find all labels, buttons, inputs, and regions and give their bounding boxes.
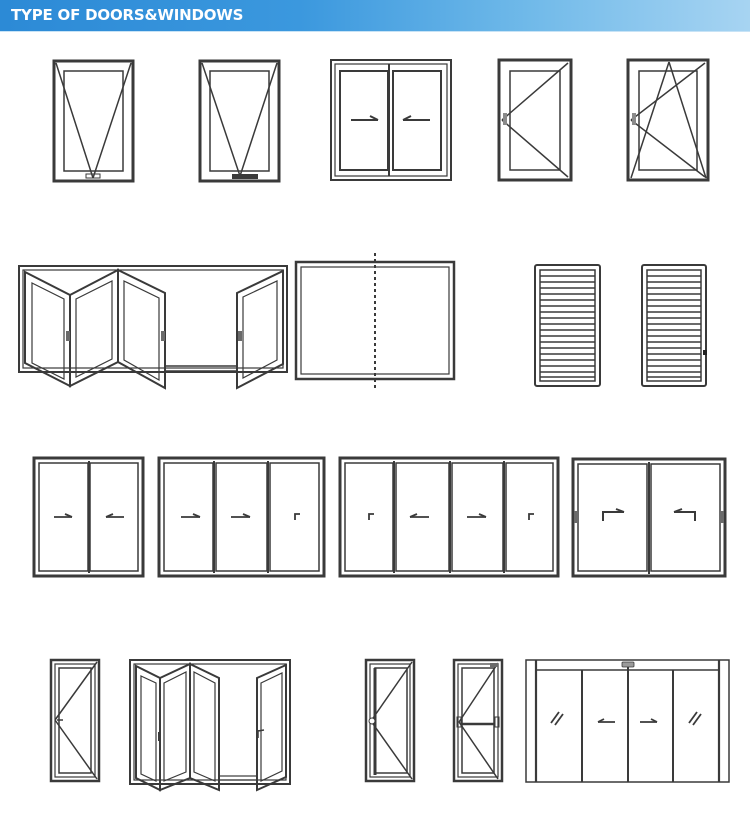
top-hung-window-stay — [198, 59, 281, 183]
top-hung-window — [52, 59, 135, 183]
swing-door — [364, 658, 416, 783]
section-header: TYPE OF DOORS&WINDOWS — [0, 0, 750, 32]
sliding-window-2-panel — [330, 59, 452, 181]
louver-window-2 — [641, 264, 707, 387]
automatic-sliding-door — [525, 659, 730, 783]
casement-window — [497, 58, 573, 182]
bifold-window — [18, 265, 288, 390]
sliding-door-3-panel — [157, 456, 326, 578]
section-title: TYPE OF DOORS&WINDOWS — [11, 6, 244, 24]
casement-door — [49, 658, 101, 783]
swing-door-push-bar — [452, 658, 504, 783]
sliding-door-4-panel — [338, 456, 560, 578]
pivot-window — [294, 253, 456, 389]
tilt-turn-window — [626, 58, 710, 182]
louver-window-1 — [534, 264, 601, 387]
bifold-door — [129, 659, 291, 792]
lift-slide-door — [571, 457, 727, 578]
sliding-door-2-panel — [32, 456, 145, 578]
